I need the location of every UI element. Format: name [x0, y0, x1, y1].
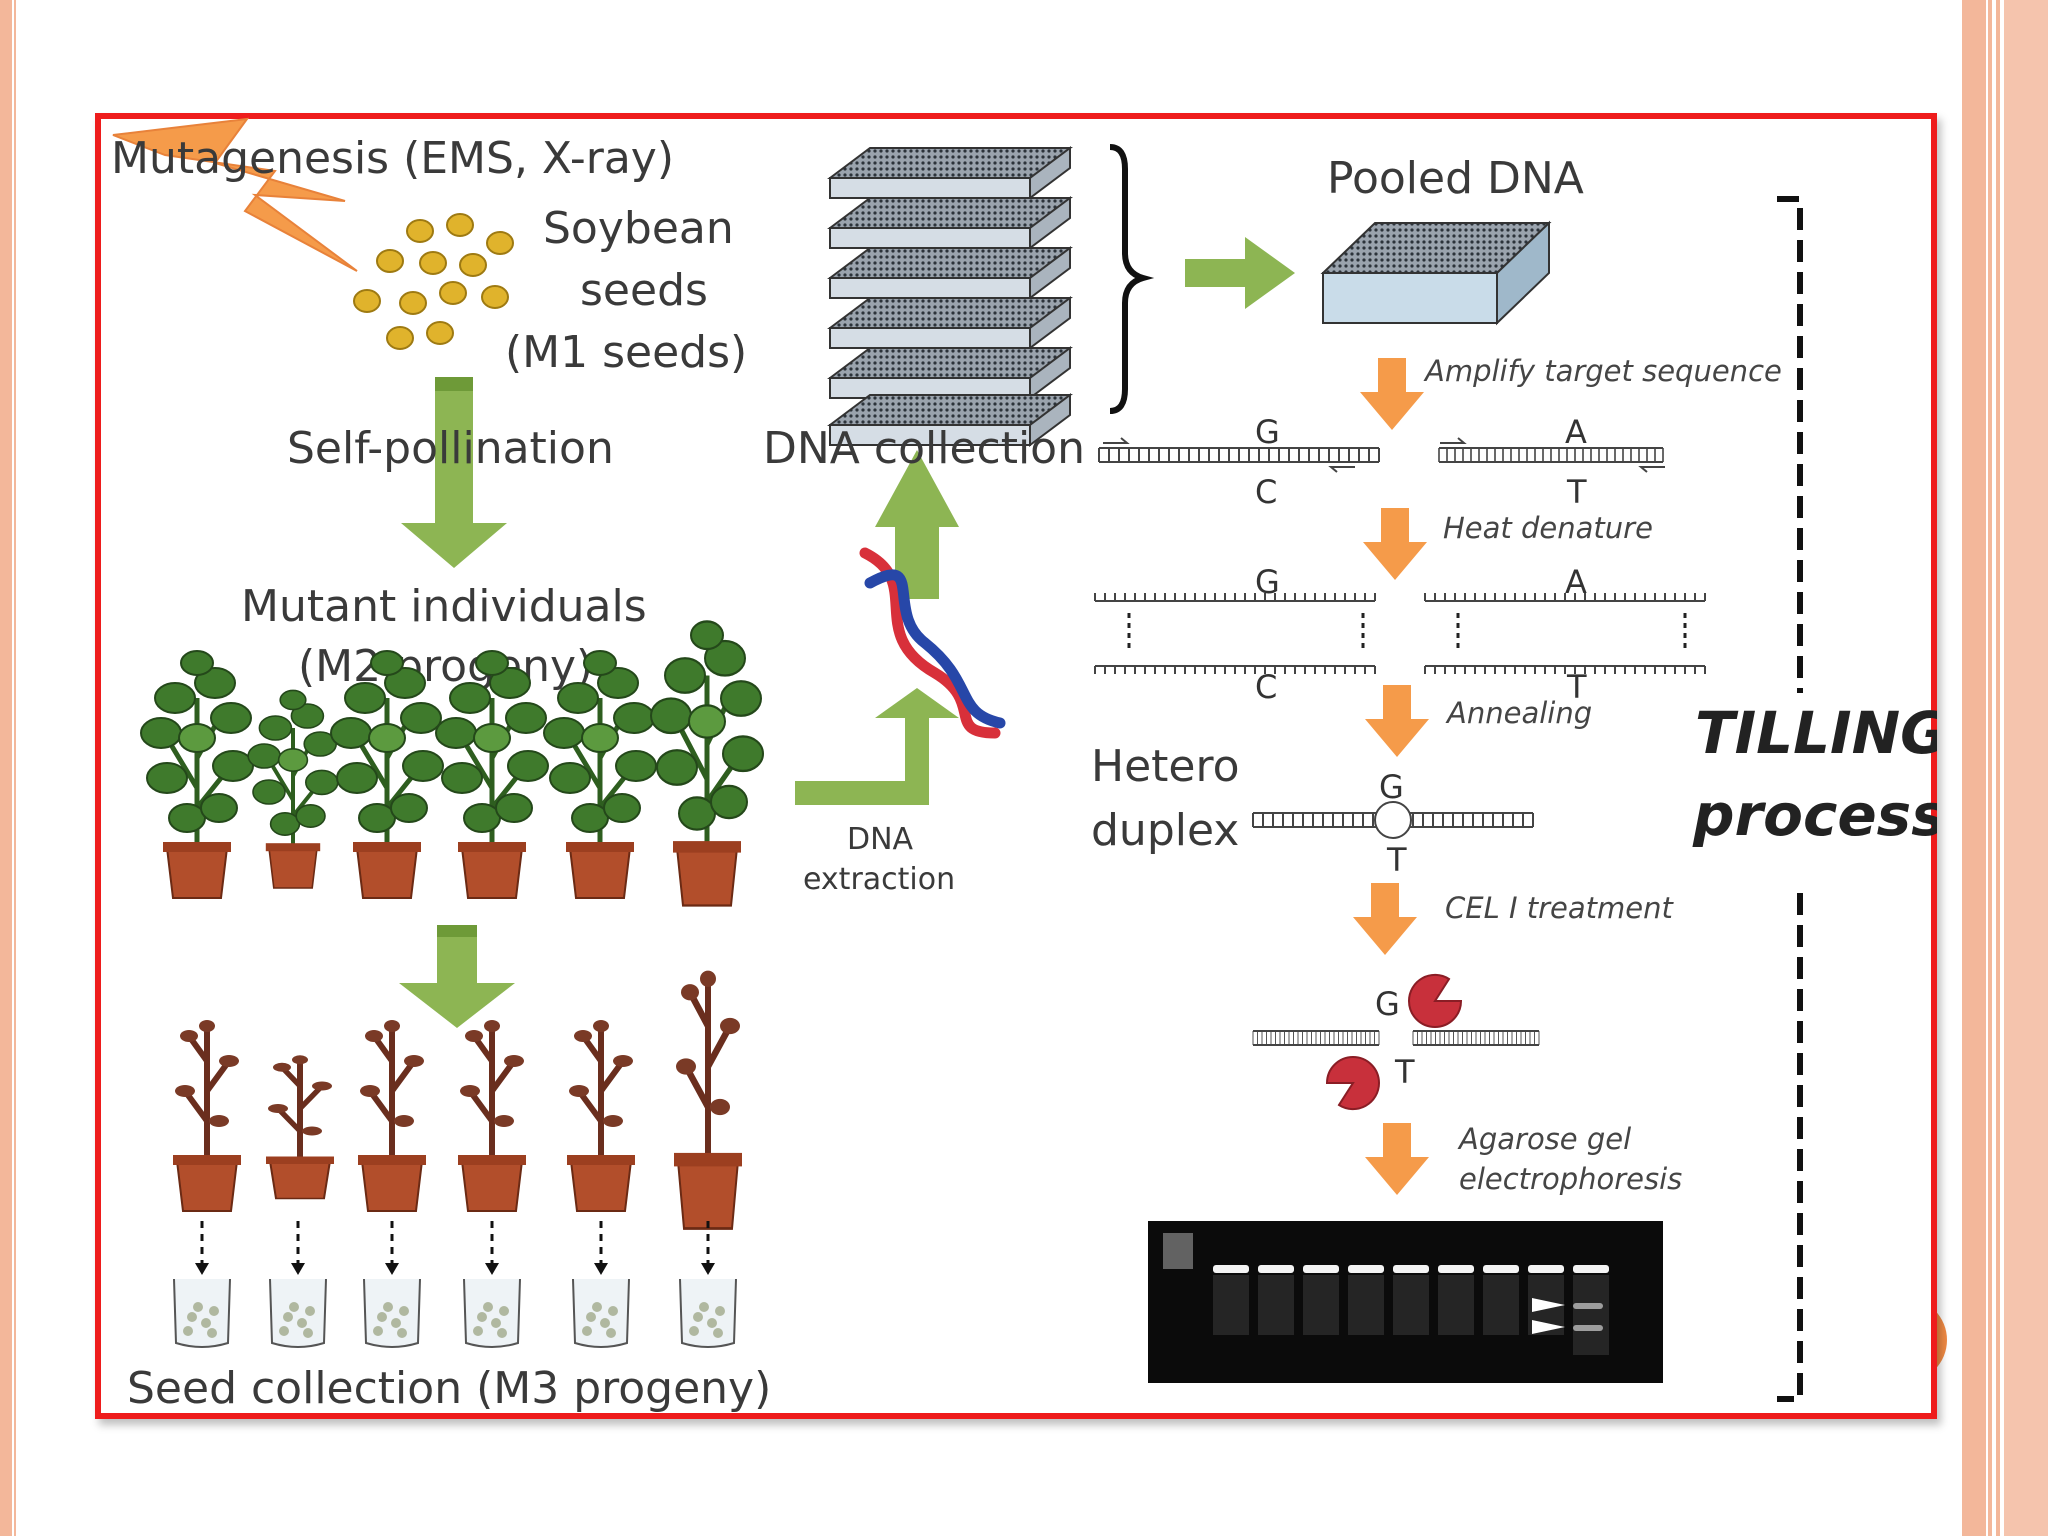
- gel-arrow: [1365, 1123, 1429, 1195]
- pcr-products: [1098, 437, 1665, 473]
- harvest-arrow: [399, 925, 515, 1028]
- step-agarose-2: electrophoresis: [1459, 1162, 1682, 1196]
- dna-helix-icon: [859, 547, 1006, 739]
- amplify-arrow: [1360, 358, 1424, 430]
- mutagenesis-label: Mutagenesis (EMS, X-ray): [111, 133, 674, 184]
- base-t-4: T: [1394, 1053, 1415, 1091]
- gel-image: [1148, 1221, 1663, 1383]
- base-g-3: G: [1379, 768, 1404, 806]
- base-a-1: A: [1565, 413, 1587, 451]
- base-t-2: T: [1566, 668, 1587, 706]
- seed-collection-label: Seed collection (M3 progeny): [127, 1363, 771, 1414]
- bracket: [1109, 144, 1155, 414]
- denatured-strands: [1094, 592, 1706, 675]
- seed-collection-arrows: [200, 1221, 710, 1263]
- base-a-2: A: [1565, 563, 1587, 601]
- arrowheads: [195, 1263, 715, 1275]
- step-heat: Heat denature: [1443, 511, 1653, 545]
- tilling-bracket: [1777, 196, 1803, 1402]
- tilling-title-2: process: [1692, 781, 1937, 849]
- heteroduplex-label-1: Hetero: [1091, 741, 1240, 792]
- step-annealing: Annealing: [1445, 696, 1592, 730]
- pooled-dna-label: Pooled DNA: [1327, 153, 1584, 204]
- mutant-label-2: (M2 progeny): [298, 641, 593, 692]
- heat-arrow: [1363, 508, 1427, 580]
- tilling-diagram: Mutagenesis (EMS, X-ray) Soybean seeds (…: [111, 117, 1937, 1414]
- dna-extraction-arrow: [795, 450, 959, 805]
- cleaved-duplex: [1252, 1030, 1540, 1046]
- base-t-3: T: [1386, 841, 1407, 879]
- plate-stack-icon: [829, 147, 1071, 446]
- base-g-4: G: [1375, 985, 1400, 1023]
- seed-icon: [353, 213, 514, 350]
- base-c-1: C: [1255, 473, 1277, 511]
- dna-extraction-label-1: DNA: [847, 822, 914, 857]
- step-amplify: Amplify target sequence: [1423, 354, 1782, 388]
- self-pollination-label: Self-pollination: [287, 423, 614, 474]
- cel-arrow: [1353, 883, 1417, 955]
- heteroduplex: [1252, 801, 1534, 839]
- seed-jar-icon: [173, 1278, 737, 1348]
- dna-extraction-label-2: extraction: [803, 862, 955, 897]
- heteroduplex-label-2: duplex: [1091, 805, 1239, 856]
- mutant-label-1: Mutant individuals: [241, 581, 647, 632]
- soybean-label-2: seeds: [580, 265, 708, 316]
- pooled-plate-icon: [1320, 220, 1552, 326]
- annealing-arrow: [1365, 685, 1429, 757]
- self-pollination-arrow: [401, 377, 507, 568]
- base-g-1: G: [1255, 413, 1280, 451]
- lightning-icon: [112, 117, 358, 272]
- dna-collection-label: DNA collection: [763, 423, 1085, 474]
- base-c-2: C: [1255, 668, 1277, 706]
- base-t-1: T: [1566, 473, 1587, 511]
- step-cel: CEL I treatment: [1445, 891, 1674, 925]
- step-agarose-1: Agarose gel: [1457, 1122, 1631, 1156]
- pooling-arrow: [1185, 237, 1295, 309]
- base-g-2: G: [1255, 563, 1280, 601]
- tilling-title-1: TILLING: [1695, 699, 1937, 767]
- soybean-label-1: Soybean: [543, 203, 734, 254]
- soybean-label-3: (M1 seeds): [505, 327, 747, 378]
